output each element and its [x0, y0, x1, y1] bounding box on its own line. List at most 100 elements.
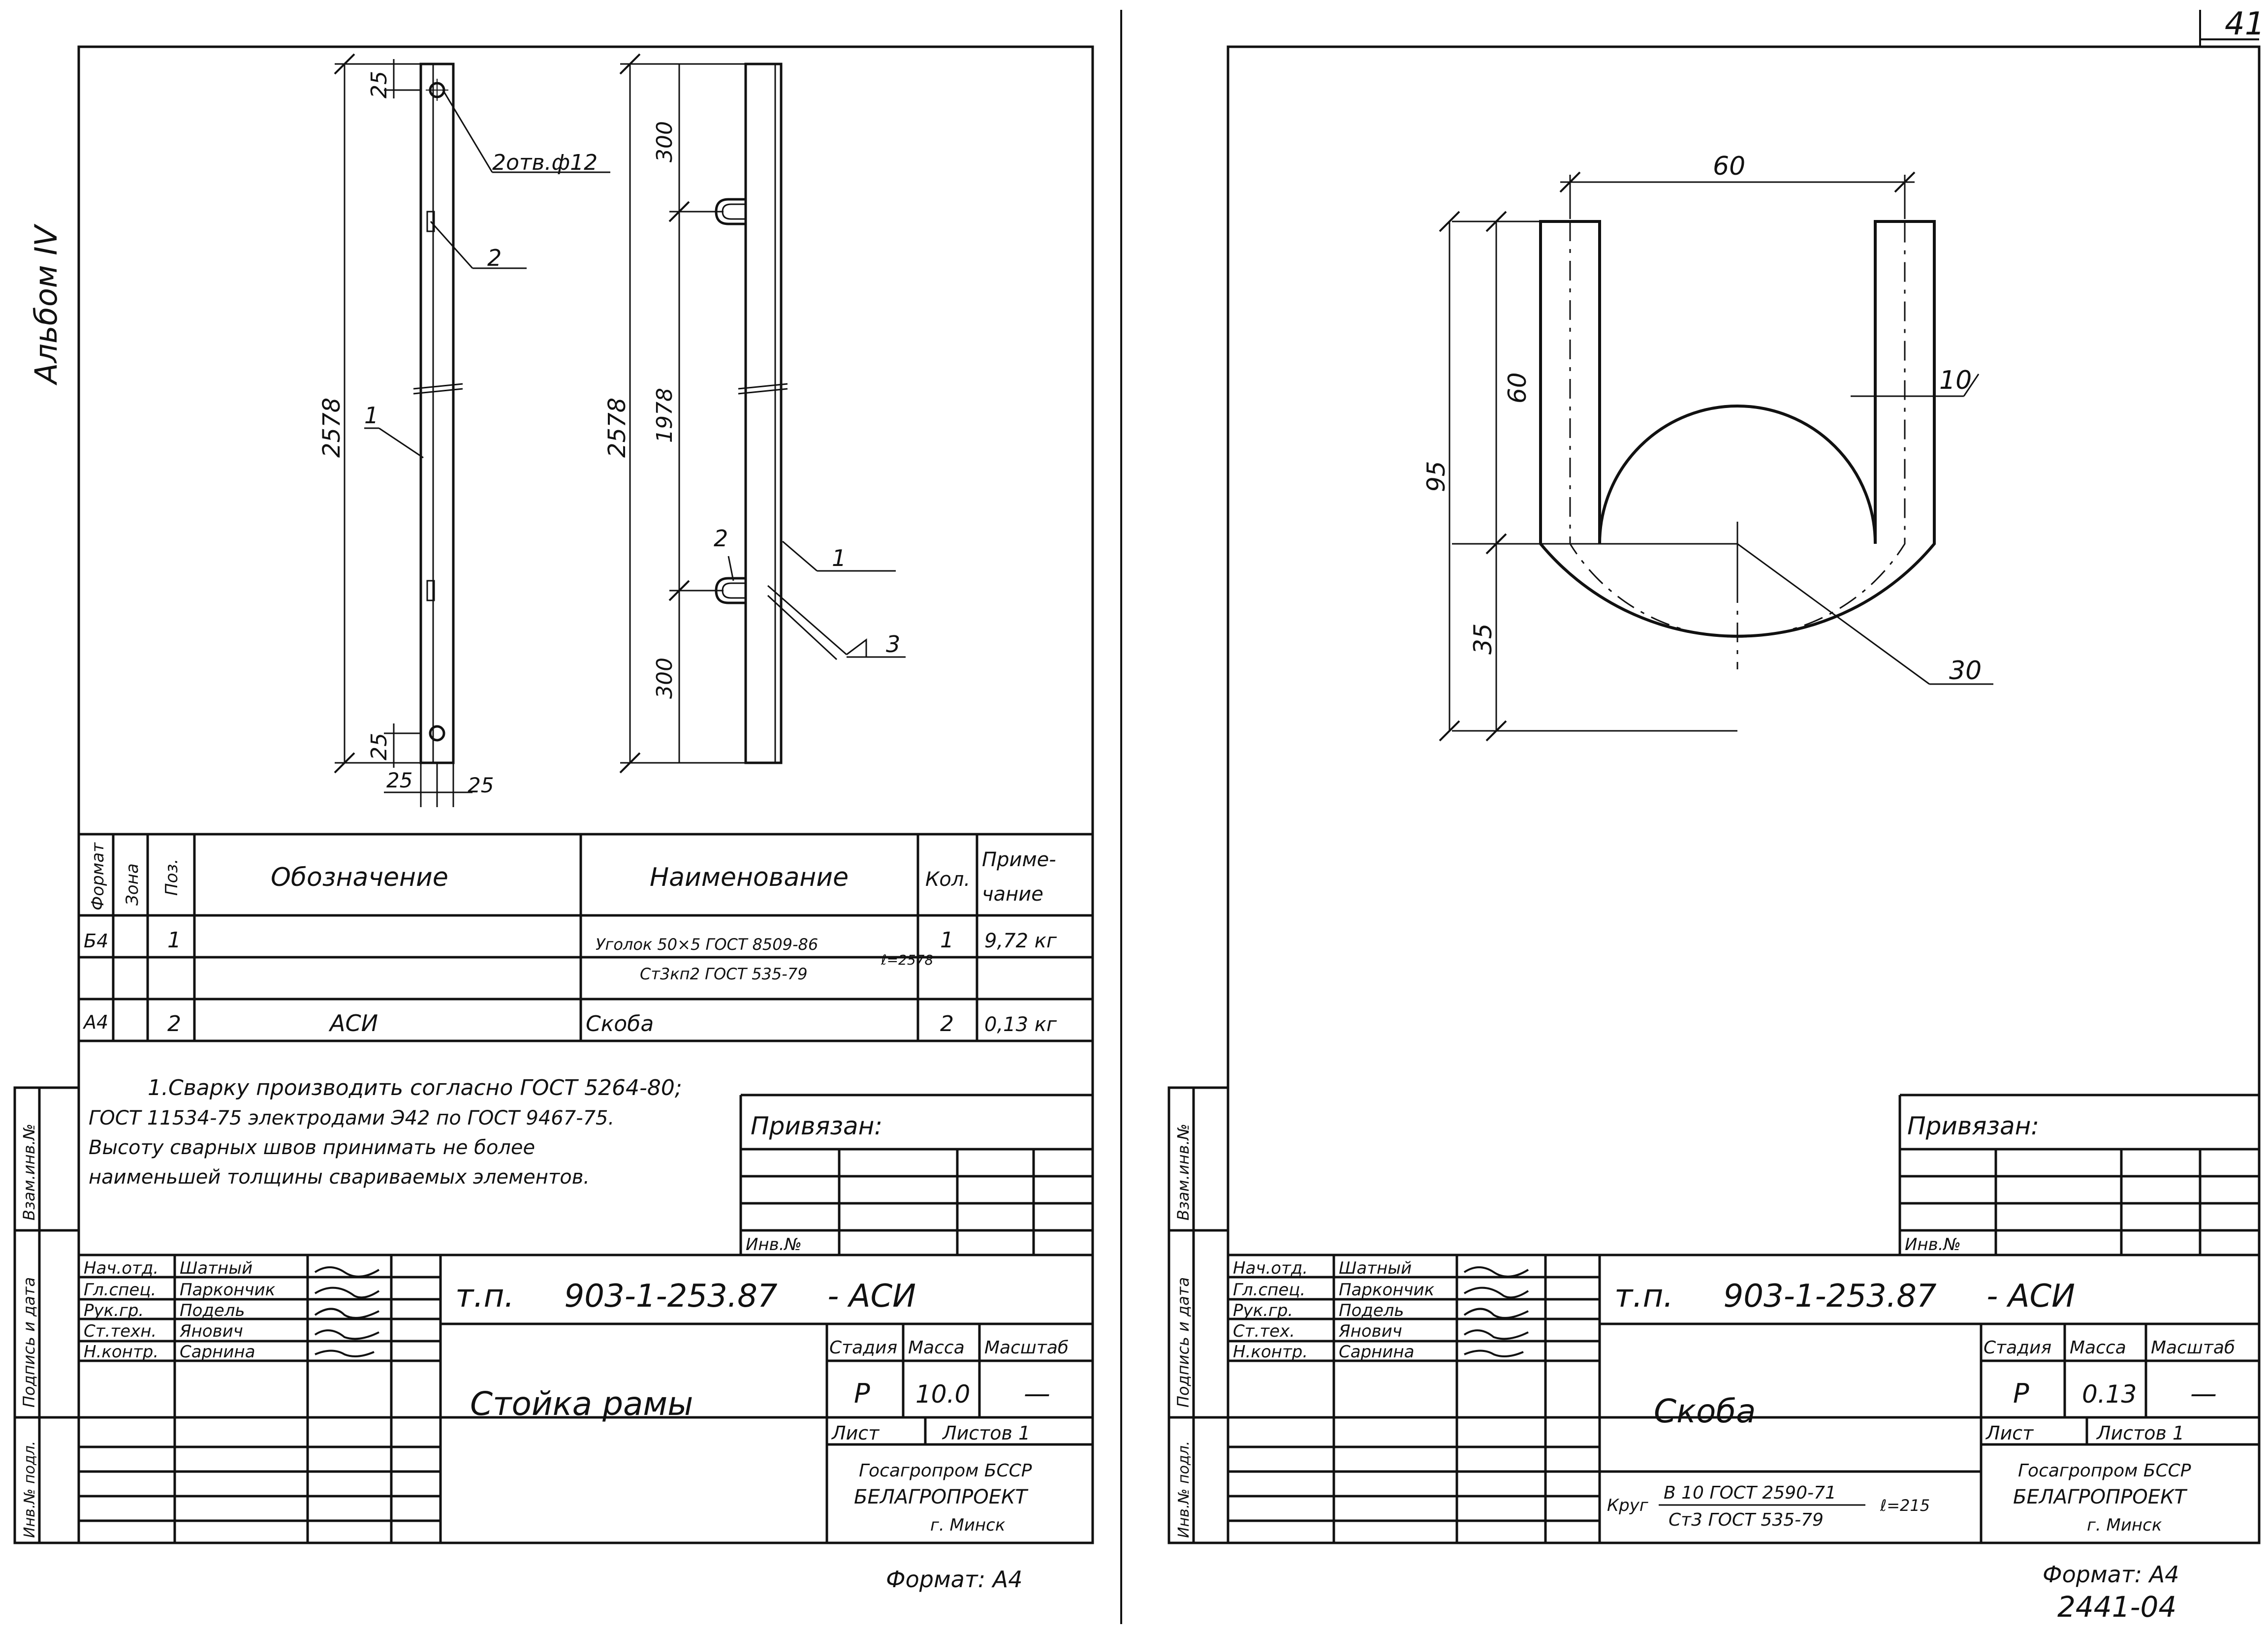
row2-pos: 2 — [167, 1011, 181, 1036]
row1-name-bottom: Ст3кп2 ГОСТ 535-79 — [640, 965, 808, 983]
dim-2578-front: 2578 — [318, 398, 346, 458]
left-stage: Р — [854, 1378, 870, 1409]
l-role-2: Рук.гр. — [84, 1301, 144, 1320]
staple-u-shape — [1539, 220, 1936, 669]
dim-10: 10 — [1939, 366, 1972, 395]
row1-name-len: ℓ=2578 — [881, 952, 933, 968]
row2-name: Скоба — [586, 1011, 654, 1036]
left-scale-h: Масштаб — [984, 1338, 1069, 1358]
left-title: Стойка рамы — [470, 1385, 693, 1423]
hole-bottom — [429, 725, 445, 742]
dim-bottom-offset: 25 — [367, 733, 392, 760]
right-org2: БЕЛАГРОПРОЕКТ — [2013, 1486, 2188, 1508]
r-name-0: Шатный — [1339, 1258, 1412, 1278]
left-frame — [77, 45, 1094, 1544]
right-scale-h: Масштаб — [2151, 1338, 2235, 1358]
row1-format: Б4 — [84, 930, 108, 952]
album-label: Альбом IV — [28, 223, 64, 386]
row1-note: 9,72 кг — [984, 930, 1057, 952]
right-org1: Госагропром БССР — [2018, 1461, 2191, 1481]
stand-front-view — [419, 63, 455, 764]
left-org3: г. Минск — [930, 1515, 1006, 1535]
right-side-strip — [1167, 1086, 1229, 1544]
right-title-block — [1228, 1254, 2259, 1543]
row1-name-top: Уголок 50×5 ГОСТ 8509-86 — [596, 935, 818, 954]
right-side-3: Инв.№ подл. — [1175, 1441, 1193, 1538]
r-role-2: Рук.гр. — [1233, 1301, 1293, 1320]
dim-bottom-2: 25 — [468, 773, 494, 797]
right-privyazan-label: Привязан: — [1907, 1112, 2039, 1140]
r-role-3: Ст.тех. — [1233, 1321, 1295, 1341]
right-doc-number: 2441-04 — [2057, 1590, 2176, 1624]
left-privyazan — [739, 1094, 1093, 1255]
right-material-bot: Ст3 ГОСТ 535-79 — [1669, 1510, 1824, 1530]
hdr-pos: Поз. — [162, 859, 182, 896]
signatures-right — [1463, 1266, 1529, 1357]
right-scale: — — [2190, 1378, 2217, 1409]
left-privyazan-label: Привязан: — [751, 1112, 882, 1140]
r-name-2: Подель — [1339, 1301, 1404, 1320]
hdr-zone: Зона — [123, 863, 142, 906]
right-mass: 0.13 — [2082, 1380, 2137, 1409]
left-sheet: Лист — [831, 1422, 880, 1444]
l-name-0: Шатный — [180, 1258, 252, 1278]
note-line-1: 1.Сварку производить согласно ГОСТ 5264-… — [148, 1075, 682, 1100]
hdr-note-1: Приме- — [982, 848, 1056, 871]
right-sheets: Листов 1 — [2096, 1422, 2184, 1444]
right-frame — [1227, 45, 2261, 1544]
right-material-len: ℓ=215 — [1880, 1496, 1930, 1515]
l-role-4: Н.контр. — [84, 1342, 158, 1362]
hdr-format: Формат — [88, 842, 108, 910]
left-stage-h: Стадия — [829, 1338, 897, 1358]
left-side-2: Подпись и дата — [20, 1277, 38, 1408]
row2-note: 0,13 кг — [984, 1013, 1057, 1036]
left-code: т.п. 903-1-253.87 - АСИ — [455, 1278, 916, 1315]
right-inv-label: Инв.№ — [1905, 1235, 1961, 1254]
right-mass-h: Масса — [2070, 1338, 2126, 1358]
left-org2: БЕЛАГРОПРОЕКТ — [854, 1486, 1029, 1508]
dim-300-bottom: 300 — [652, 658, 677, 699]
right-title: Скоба — [1654, 1392, 1756, 1430]
note-line-4: наименьшей толщины свариваемых элементов… — [89, 1166, 590, 1189]
dim-30: 30 — [1949, 656, 1982, 686]
pos-1-front: 1 — [364, 402, 378, 429]
l-name-3: Янович — [179, 1321, 243, 1341]
left-format: Формат: А4 — [886, 1566, 1022, 1593]
dim-2578-side: 2578 — [603, 398, 631, 458]
pos-3-side: 3 — [886, 631, 900, 658]
right-stage: Р — [2013, 1378, 2029, 1409]
r-name-4: Сарнина — [1339, 1342, 1415, 1362]
right-sheet: Лист — [1985, 1422, 2034, 1444]
dim-300-top: 300 — [652, 121, 677, 162]
right-stage-h: Стадия — [1984, 1338, 2051, 1358]
left-scale: — — [1024, 1378, 1050, 1409]
right-code: т.п. 903-1-253.87 - АСИ — [1614, 1278, 2075, 1315]
dim-bottom-1: 25 — [386, 768, 412, 792]
hole-label: 2отв.ф12 — [492, 150, 598, 175]
dim-60-width: 60 — [1713, 152, 1745, 181]
left-mass-h: Масса — [908, 1338, 965, 1358]
right-material-top: В 10 ГОСТ 2590-71 — [1664, 1483, 1836, 1503]
note-line-2: ГОСТ 11534-75 электродами Э42 по ГОСТ 94… — [89, 1107, 614, 1129]
r-role-4: Н.контр. — [1233, 1342, 1308, 1362]
l-role-3: Ст.техн. — [84, 1321, 157, 1341]
left-side-3: Инв.№ подл. — [21, 1441, 38, 1538]
left-org1: Госагропром БССР — [859, 1461, 1032, 1481]
row1-pos: 1 — [167, 928, 181, 953]
hdr-designation: Обозначение — [271, 863, 448, 892]
r-name-3: Янович — [1338, 1321, 1402, 1341]
l-name-4: Сарнина — [180, 1342, 255, 1362]
dim-95: 95 — [1422, 461, 1450, 492]
right-org3: г. Минск — [2087, 1515, 2162, 1535]
row2-format: А4 — [82, 1011, 108, 1033]
left-side-1: Взам.инв.№ — [20, 1124, 38, 1221]
pos-2-side: 2 — [714, 525, 728, 552]
dim-1978: 1978 — [652, 388, 677, 443]
left-title-block — [79, 1254, 1093, 1543]
row2-designation: АСИ — [328, 1010, 378, 1036]
l-name-1: Паркончик — [180, 1280, 276, 1300]
pos-2-front: 2 — [487, 245, 502, 271]
dim-top-offset: 25 — [367, 71, 392, 98]
left-inv-label: Инв.№ — [746, 1235, 802, 1254]
row2-qty: 2 — [940, 1011, 954, 1036]
